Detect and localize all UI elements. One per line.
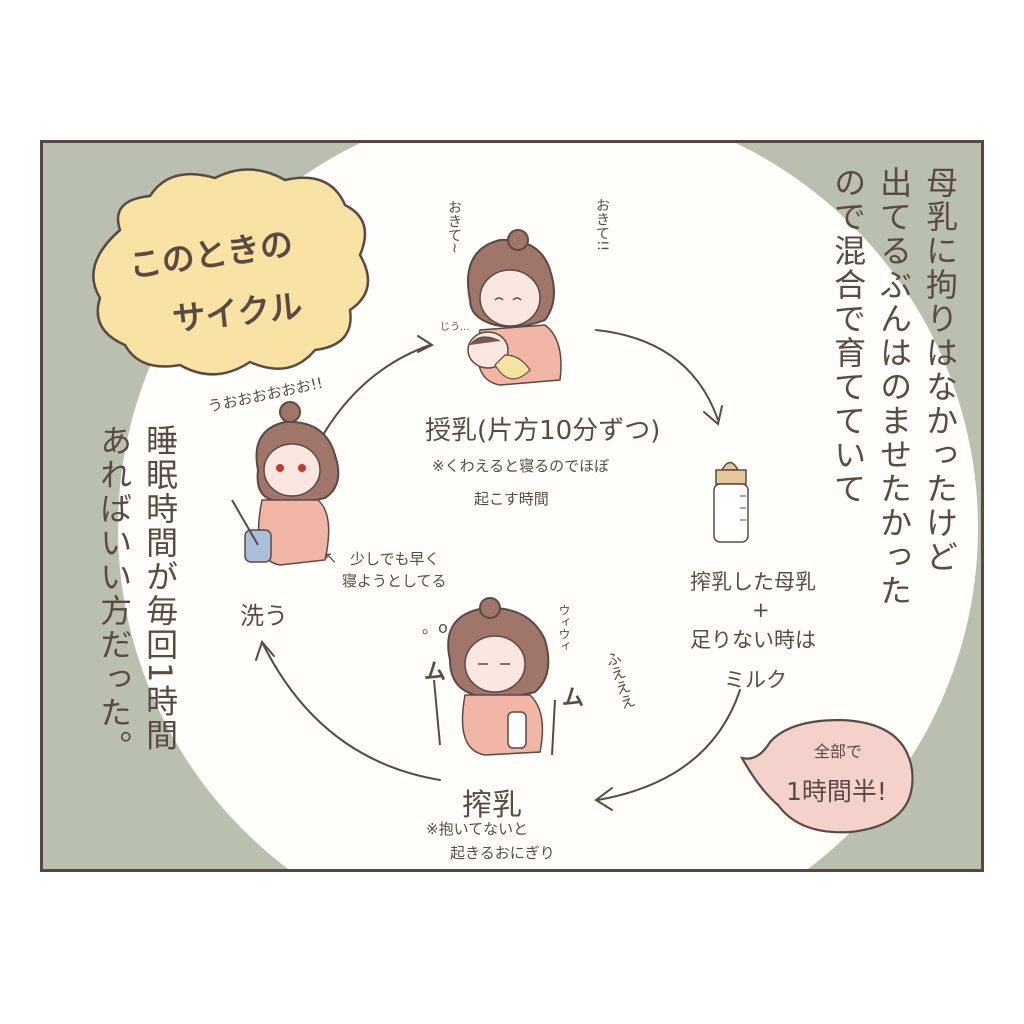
wash-title: 洗う xyxy=(240,602,288,630)
baby-bottle-illustration xyxy=(713,461,749,543)
sfx-wake-up-left: おきて~ xyxy=(446,200,462,254)
panel-border xyxy=(40,140,984,872)
narration-right-line2: 出てるぶんはのませたかった xyxy=(875,166,914,608)
arrow-to-bottle xyxy=(595,329,719,421)
narration-right-line1: 母乳に拘りはなかったけど xyxy=(921,166,960,574)
pump-title: 搾乳 xyxy=(462,788,522,823)
wash-note-line2: 寝ようとしてる xyxy=(342,572,447,590)
speech-bubble-line1: 全部で xyxy=(814,742,863,761)
pump-note-line1: ※抱いてないと xyxy=(426,820,529,838)
wash-arrow-mark: ↖ xyxy=(324,548,338,567)
cloud-badge-shape xyxy=(92,168,370,376)
breastfeed-title: 授乳(片方10分ずつ) xyxy=(425,416,661,446)
pump-note-line2: 起きるおにぎり xyxy=(450,844,555,862)
mother-washing-illustration xyxy=(231,401,340,566)
speech-bubble-line2: 1時間半! xyxy=(786,777,887,806)
breastfeed-note-line1: ※くわえると寝るのでほぼ xyxy=(432,457,610,475)
sfx-dots: 。o xyxy=(422,618,448,637)
mother-breastfeeding-illustration xyxy=(467,229,562,386)
narration-left-line1: 睡眠時間が毎回1時間 xyxy=(141,424,180,753)
sfx-baby-sucking: じう... xyxy=(440,322,470,333)
sfx-wake-up-right: おきて!! xyxy=(594,198,610,252)
narration-right-line3: ので混合で育てていて xyxy=(829,166,868,506)
sfx-mu-right: ム xyxy=(562,686,585,711)
mother-pumping-illustration xyxy=(433,597,556,756)
sfx-mu-left: ム xyxy=(424,660,447,685)
sfx-machine: ウィウィ xyxy=(557,604,571,652)
speech-bubble-shape xyxy=(739,718,914,834)
arrow-to-pump xyxy=(597,689,741,801)
arrow-to-breastfeed xyxy=(319,344,431,441)
bottle-label-line3: 足りない時は xyxy=(690,628,816,652)
narration-left-line2: あればいい方だった。 xyxy=(95,424,134,764)
breastfeed-note-line2: 起こす時間 xyxy=(474,490,549,508)
wash-note-line1: 少しでも早く xyxy=(350,550,440,568)
bottle-label-line4: ミルク xyxy=(724,668,787,692)
arrow-to-wash xyxy=(261,641,441,781)
bottle-label-line1: 搾乳した母乳 xyxy=(690,570,816,594)
bottle-label-line2: + xyxy=(752,598,770,622)
